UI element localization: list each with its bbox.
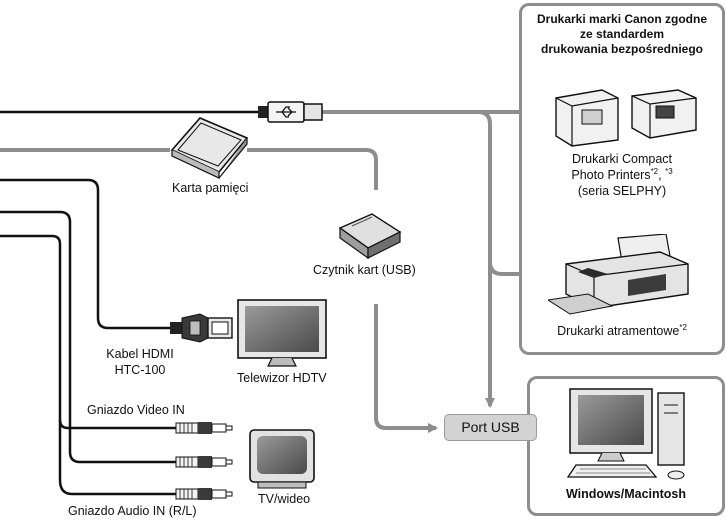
card-path-line	[0, 148, 378, 190]
compact-printers-label-line1: Drukarki Compact	[571, 152, 673, 166]
crt-tv-icon	[249, 429, 315, 489]
memory-card-label: Karta pamięci	[172, 181, 249, 195]
compact-printers-series: (seria SELPHY)	[577, 184, 667, 198]
usb-plug-icon	[258, 101, 323, 123]
usb-to-devices-line	[322, 107, 542, 408]
audio-cable	[0, 234, 176, 496]
card-reader-icon	[338, 213, 402, 260]
compact-printers-label-line2: Photo Printers*2, *3	[571, 166, 673, 182]
card-reader-line	[374, 304, 438, 433]
hdmi-cable	[0, 178, 170, 330]
audio-in-label: Gniazdo Audio IN (R/L)	[68, 504, 197, 518]
hdmi-plug-icon	[170, 313, 233, 343]
desktop-computer-icon	[566, 388, 685, 480]
card-reader-label: Czytnik kart (USB)	[313, 263, 416, 277]
computer-box: Windows/Macintosh	[527, 376, 725, 516]
printers-title-line2: ze standardem	[579, 27, 665, 41]
inkjet-printers-label: Drukarki atramentowe*2	[557, 322, 687, 338]
rca-plug-icon	[175, 422, 233, 500]
printers-title-line3: drukowania bezpośredniego	[540, 42, 704, 56]
computer-label: Windows/Macintosh	[565, 487, 687, 501]
video-in-label: Gniazdo Video IN	[87, 403, 185, 417]
usb-port-box: Port USB	[444, 414, 537, 441]
printers-box: Drukarki marki Canon zgodne ze standarde…	[519, 3, 725, 355]
hdmi-cable-label-line2: HTC-100	[114, 363, 166, 377]
hdmi-cable-label-line1: Kabel HDMI	[106, 347, 174, 361]
hdtv-icon	[237, 299, 327, 367]
tv-label: TV/wideo	[258, 492, 311, 506]
inkjet-printer-icon	[548, 234, 689, 315]
compact-photo-printer-icon	[555, 89, 697, 147]
video-cable	[0, 210, 176, 464]
printers-title-line1: Drukarki marki Canon zgodne	[536, 12, 708, 26]
hdtv-label: Telewizor HDTV	[237, 371, 327, 385]
memory-card-icon	[170, 117, 249, 179]
